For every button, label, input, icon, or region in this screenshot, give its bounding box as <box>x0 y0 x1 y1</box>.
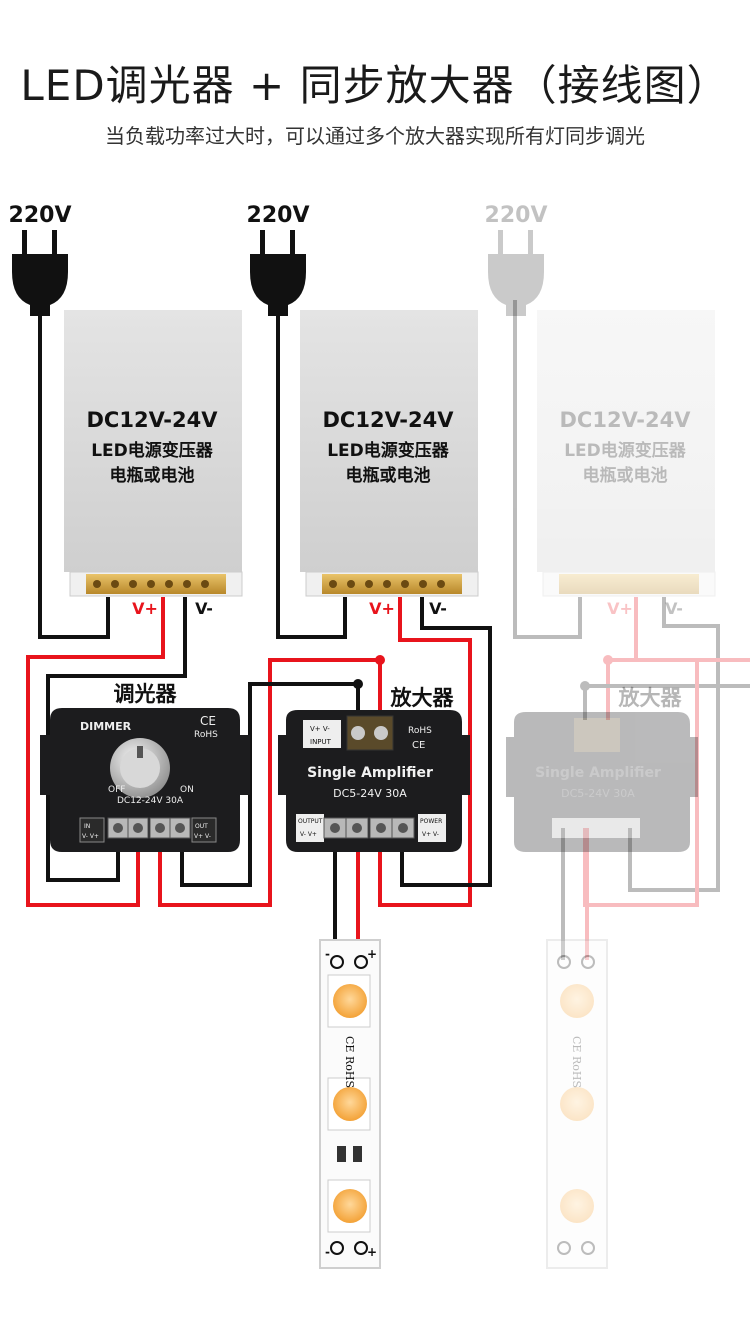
amp-output-label: OUTPUT <box>298 818 323 825</box>
dimmer-labels: 调光器 DIMMER CE RoHS OFF ON DC12-24V 30A I… <box>80 682 218 840</box>
vminus-label: V- <box>665 599 683 618</box>
amp-rohs: RoHS <box>408 726 432 736</box>
vplus-label: V+ <box>607 599 633 618</box>
strip-minus: - <box>325 947 330 961</box>
page-subtitle: 当负载功率过大时，可以通过多个放大器实现所有灯同步调光 <box>105 124 645 148</box>
amp-spec: DC5-24V 30A <box>333 787 407 800</box>
psu-line2: 电瓶或电池 <box>110 465 195 486</box>
ce-mark: CE <box>200 714 216 728</box>
amplifier-caption: 放大器 <box>390 686 455 710</box>
psu-voltage: DC12V-24V <box>87 408 219 432</box>
led-chip <box>560 1087 594 1121</box>
led-strip-faded <box>546 939 608 1269</box>
amplifier-labels-faded: 放大器 Single Amplifier DC5-24V 30A <box>535 686 682 800</box>
strip-plus: + <box>367 1245 377 1259</box>
amp-name: Single Amplifier <box>535 765 661 781</box>
on-label: ON <box>180 785 194 795</box>
strip-minus: - <box>325 1245 330 1259</box>
psu-labels: 220V 220V 220V DC12V-24V LED电源变压器 电瓶或电池 … <box>9 203 692 618</box>
power-supply <box>300 310 479 597</box>
power-supply <box>64 310 243 597</box>
mains-label: 220V <box>247 203 310 228</box>
amplifier-labels: 放大器 INPUT V+ V- RoHS CE Single Amplifier… <box>298 686 454 838</box>
psu-line1: LED电源变压器 <box>91 440 214 461</box>
dimmer-module <box>40 708 250 852</box>
amplifier-caption: 放大器 <box>618 686 683 710</box>
plug-icon <box>12 230 68 316</box>
amp-spec: DC5-24V 30A <box>561 787 635 800</box>
led-chip <box>560 984 594 1018</box>
strip-labels: - + - + CE RoHS <box>325 947 377 1259</box>
dimmer-spec: DC12-24V 30A <box>117 796 184 806</box>
led-chip <box>333 984 367 1018</box>
amp-power-pins: V+ V- <box>422 831 439 838</box>
plug-icon <box>250 230 306 316</box>
psu-line2: 电瓶或电池 <box>583 465 668 486</box>
vminus-label: V- <box>429 599 447 618</box>
power-supply <box>537 310 716 597</box>
off-label: OFF <box>108 785 125 795</box>
psu-line1: LED电源变压器 <box>564 440 687 461</box>
dimmer-caption: 调光器 <box>114 682 178 706</box>
faded-third-branch <box>513 300 750 960</box>
mains-label: 220V <box>9 203 72 228</box>
dimmer-in-pins: V- V+ <box>82 833 99 840</box>
vminus-label: V- <box>195 599 213 618</box>
strip-marking: CE RoHS <box>343 1036 356 1088</box>
amp-power-label: POWER <box>420 818 442 825</box>
strip-marking: CE RoHS <box>570 1036 583 1088</box>
page-title: LED调光器 + 同步放大器（接线图） <box>20 61 730 110</box>
psu-line1: LED电源变压器 <box>327 440 450 461</box>
led-chip <box>333 1189 367 1223</box>
amplifier-module-faded <box>506 712 698 852</box>
psu-line2: 电瓶或电池 <box>346 465 431 486</box>
psu-voltage: DC12V-24V <box>560 408 692 432</box>
amp-output-pins: V- V+ <box>300 831 317 838</box>
strip-labels-faded: CE RoHS <box>570 1036 583 1088</box>
rohs-mark: RoHS <box>194 730 218 740</box>
led-chip <box>560 1189 594 1223</box>
amp-name: Single Amplifier <box>307 765 433 781</box>
dimmer-out-label: OUT <box>195 823 208 830</box>
psu-voltage: DC12V-24V <box>323 408 455 432</box>
amplifier-module <box>278 710 470 852</box>
dimmer-brand: DIMMER <box>80 720 132 733</box>
led-strip <box>319 939 381 1269</box>
amp-input-pins: V+ V- <box>310 725 330 733</box>
strip-plus: + <box>367 947 377 961</box>
mains-label: 220V <box>485 203 548 228</box>
amp-ce: CE <box>412 740 425 751</box>
amp-input-label: INPUT <box>310 738 332 746</box>
led-chip <box>333 1087 367 1121</box>
dimmer-out-pins: V+ V- <box>194 833 211 840</box>
vplus-label: V+ <box>369 599 395 618</box>
vplus-label: V+ <box>132 599 158 618</box>
plug-icon <box>488 230 544 316</box>
dimmer-in-label: IN <box>84 823 90 830</box>
